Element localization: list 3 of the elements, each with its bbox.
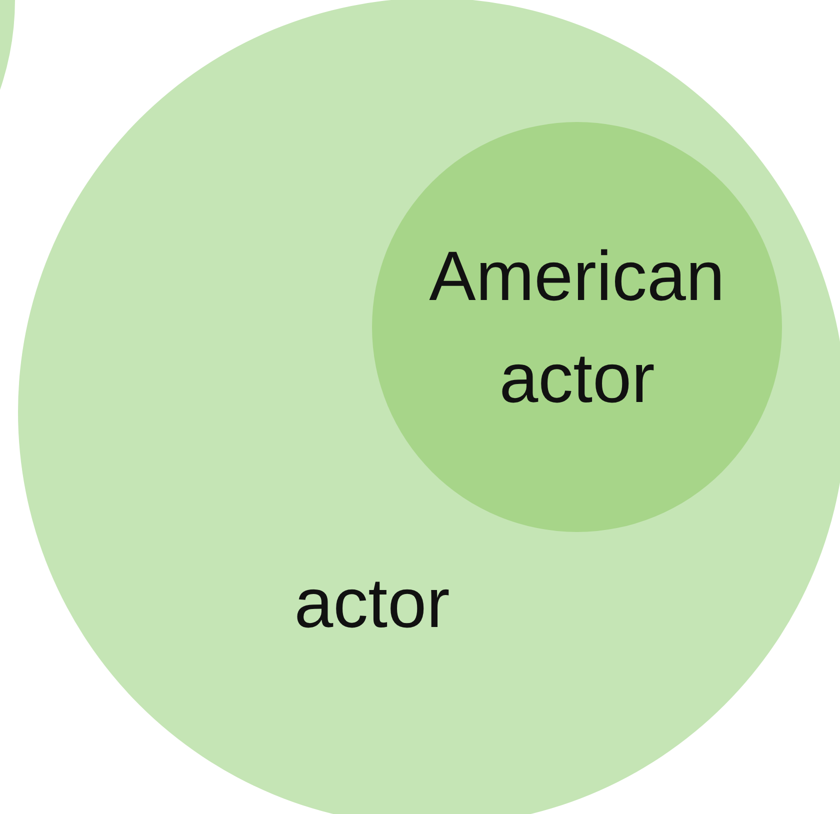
set-circle [18, 0, 840, 814]
set-label: American actor [428, 236, 726, 419]
set-label: actor [293, 563, 451, 644]
